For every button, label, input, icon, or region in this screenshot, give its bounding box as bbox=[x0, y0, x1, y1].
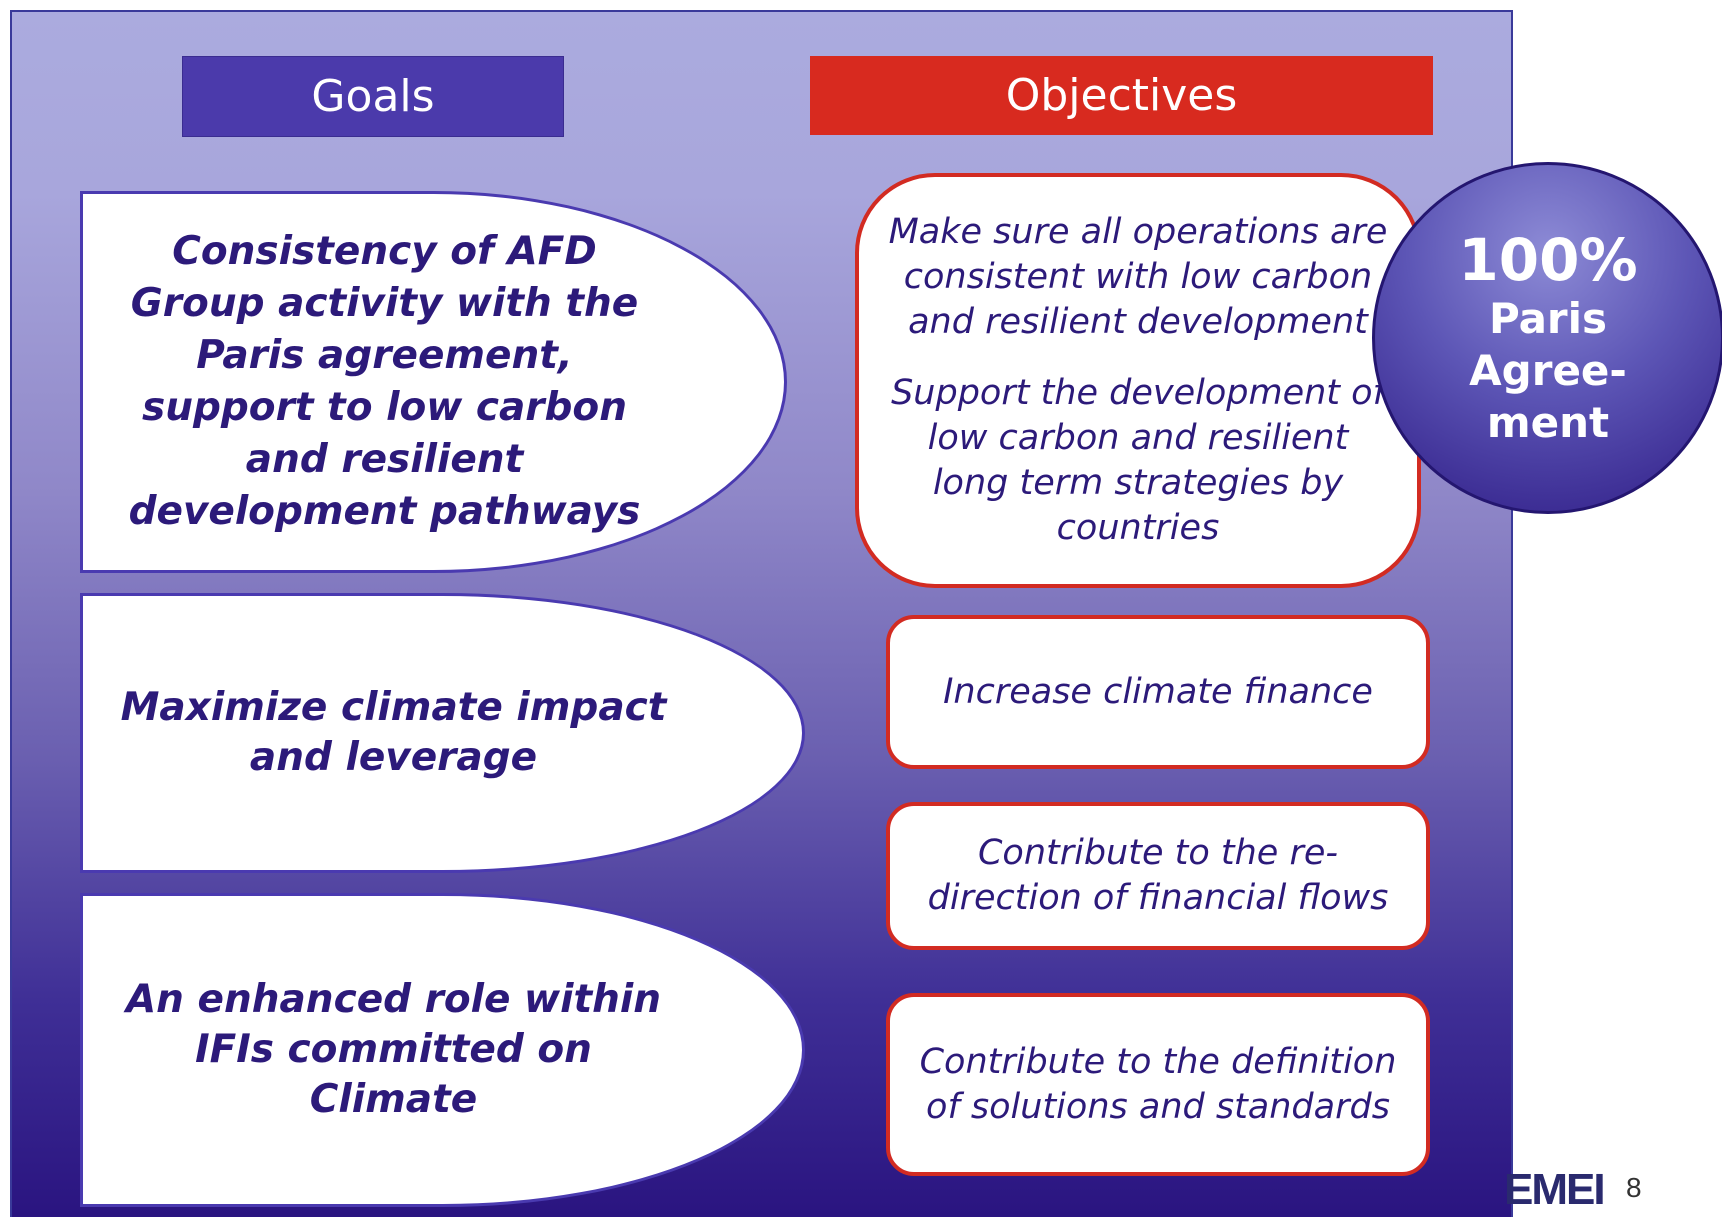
goals-header-label: Goals bbox=[311, 71, 435, 122]
goal-shape-2: Maximize climate impact and leverage bbox=[80, 593, 805, 873]
badge-label: Paris Agree-ment bbox=[1469, 294, 1627, 447]
page-number: 8 bbox=[1626, 1172, 1642, 1203]
goal-shape-1: Consistency of AFD Group activity with t… bbox=[80, 191, 787, 573]
goal-shape-3: An enhanced role within IFIs committed o… bbox=[80, 893, 805, 1207]
objective-box-3: Contribute to the re-direction of financ… bbox=[886, 802, 1430, 950]
objective-text-3: Contribute to the re-direction of financ… bbox=[927, 833, 1389, 918]
objectives-header: Objectives bbox=[810, 56, 1433, 135]
goal-text-3: An enhanced role within IFIs committed o… bbox=[125, 977, 661, 1122]
goal-text-2: Maximize climate impact and leverage bbox=[120, 685, 667, 780]
footer-logo: EMEI bbox=[1504, 1165, 1606, 1214]
objective-box-1: Make sure all operations are consistent … bbox=[855, 173, 1421, 588]
goal-text-1: Consistency of AFD Group activity with t… bbox=[128, 229, 641, 534]
objective-text-1a: Make sure all operations are consistent … bbox=[888, 212, 1388, 342]
objective-text-4: Contribute to the definition of solution… bbox=[919, 1041, 1397, 1127]
objective-box-4: Contribute to the definition of solution… bbox=[886, 993, 1430, 1176]
goals-header: Goals bbox=[182, 56, 564, 137]
objective-box-2: Increase climate finance bbox=[886, 615, 1430, 769]
paris-agreement-badge: 100% Paris Agree-ment bbox=[1372, 162, 1722, 514]
badge-percent: 100% bbox=[1458, 226, 1638, 294]
objective-text-1b: Support the development of low carbon an… bbox=[891, 373, 1385, 548]
objective-text-2: Increase climate finance bbox=[943, 671, 1373, 712]
objectives-header-label: Objectives bbox=[1005, 70, 1238, 121]
